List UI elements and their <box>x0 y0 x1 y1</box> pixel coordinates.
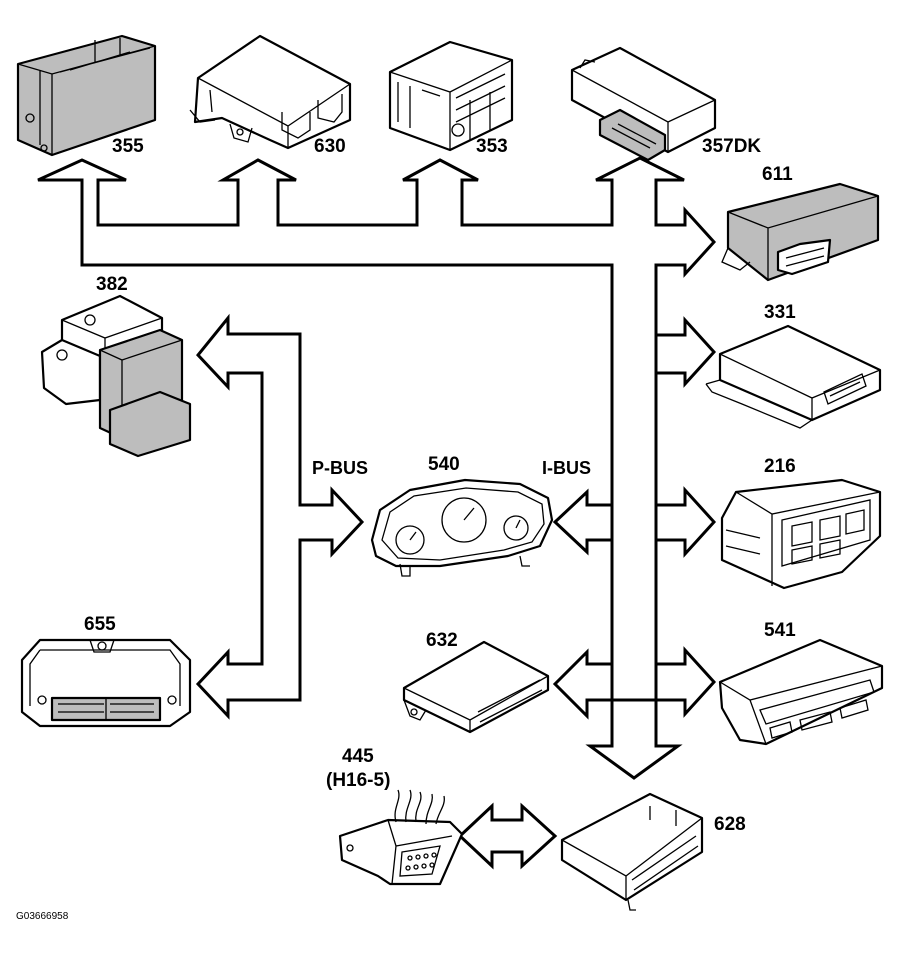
module-216 <box>720 478 882 590</box>
figure-id: G03666958 <box>16 911 69 922</box>
label-630: 630 <box>314 136 346 157</box>
i-bus-540-arrow <box>552 488 614 556</box>
label-632: 632 <box>426 630 458 651</box>
arrow-445-628 <box>457 802 558 870</box>
module-382 <box>40 294 192 458</box>
label-445-sub: (H16-5) <box>326 770 390 791</box>
label-357dk: 357DK <box>702 136 761 157</box>
label-611: 611 <box>762 164 793 185</box>
label-445: 445 <box>342 746 374 767</box>
i-bus-632-arrow <box>552 648 614 720</box>
module-445 <box>338 789 464 886</box>
module-355 <box>16 34 157 157</box>
label-382: 382 <box>96 274 128 295</box>
label-331: 331 <box>764 302 796 323</box>
module-632 <box>402 640 550 734</box>
module-331 <box>705 324 882 429</box>
module-628 <box>560 792 704 911</box>
label-628: 628 <box>714 814 746 835</box>
module-353 <box>388 40 514 152</box>
module-611 <box>721 182 880 282</box>
module-630 <box>189 34 352 150</box>
label-p-bus: P-BUS <box>312 458 368 478</box>
p-bus-arrow <box>195 313 365 720</box>
top-bus-arrow <box>37 156 717 702</box>
arrow-to-216 <box>654 486 717 558</box>
module-357dk <box>570 46 717 162</box>
label-353: 353 <box>476 136 508 157</box>
module-540 <box>370 478 554 577</box>
label-541: 541 <box>764 620 796 641</box>
module-655 <box>20 638 192 728</box>
arrow-to-628 <box>585 698 683 780</box>
arrow-to-541 <box>654 646 717 718</box>
label-355: 355 <box>112 136 144 157</box>
label-216: 216 <box>764 456 796 477</box>
arrow-to-331 <box>654 316 717 388</box>
label-655: 655 <box>84 614 116 635</box>
label-i-bus: I-BUS <box>542 458 591 478</box>
label-540: 540 <box>428 454 460 475</box>
module-541 <box>718 638 884 746</box>
